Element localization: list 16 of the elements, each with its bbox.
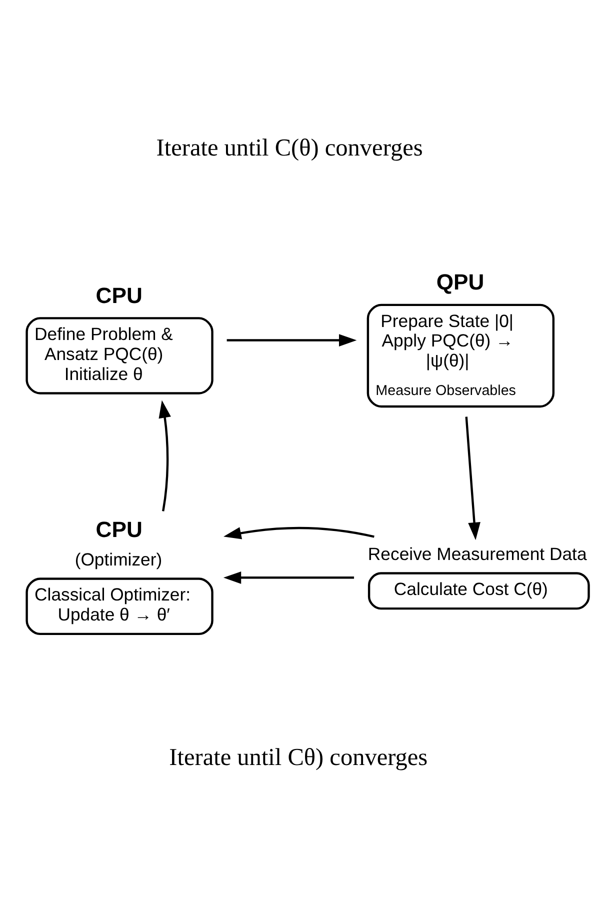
arrow [465, 416, 480, 540]
node-label: CPU [96, 516, 142, 542]
arrow [226, 334, 357, 346]
node-box: Define Problem & Ansatz PQC(θ) Initialize θ [26, 316, 214, 394]
node-box: Prepare State |0| Apply PQC(θ) → |ψ(θ)| Measure Observables [366, 303, 555, 408]
arrow [158, 400, 171, 511]
node-label: Receive Measurement Data [368, 543, 587, 564]
node-label: CPU [96, 282, 142, 308]
node-label: (Optimizer) [74, 548, 162, 569]
arrow [223, 570, 354, 584]
label: Iterate until C(θ) converges [156, 134, 423, 161]
node-box: Calculate Cost C(θ) [368, 572, 590, 610]
node-label: QPU [436, 269, 484, 294]
node-box: Classical Optimizer: Update θ → θ′ [26, 577, 214, 635]
arrow [223, 526, 374, 539]
label: Iterate until Cθ) converges [169, 743, 428, 770]
